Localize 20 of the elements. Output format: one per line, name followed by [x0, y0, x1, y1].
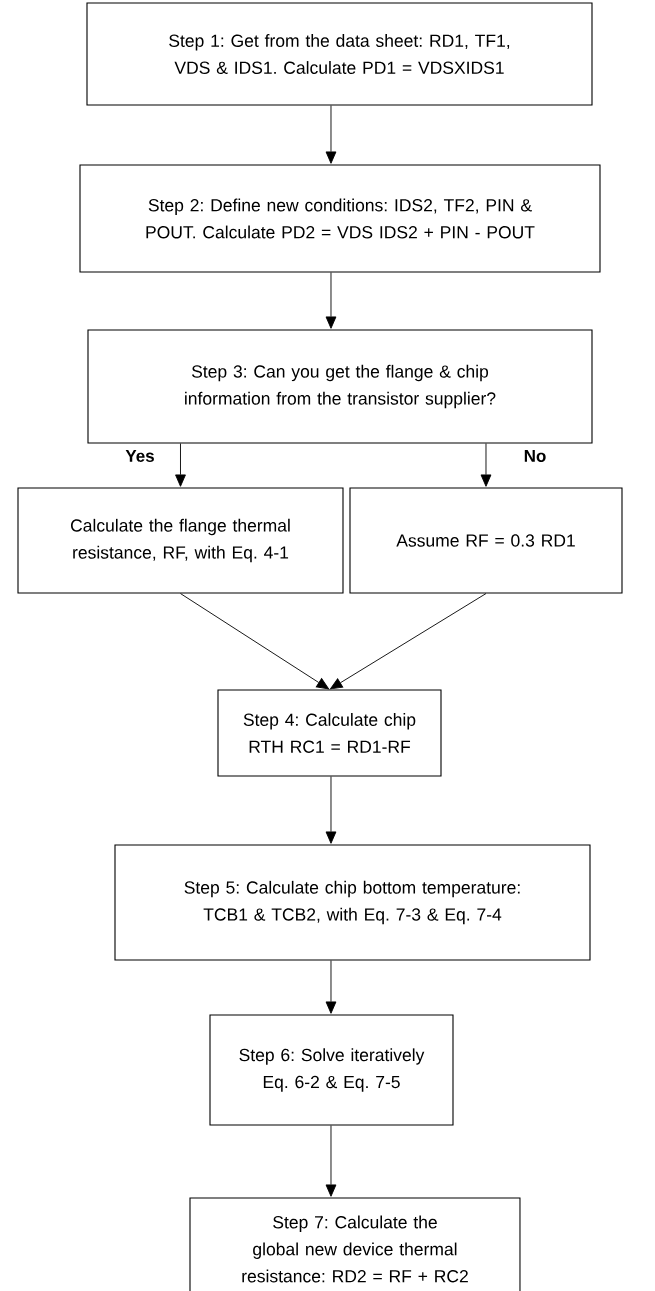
edge-label: No [522, 449, 548, 463]
edge-label: Yes [124, 449, 156, 463]
process-box: Assume RF = 0.3 RD1 [349, 487, 623, 594]
arrow [325, 960, 337, 1014]
process-box: Step 4: Calculate chip RTH RC1 = RD1-RF [217, 689, 442, 777]
arrow [325, 105, 337, 164]
arrow [325, 272, 337, 329]
process-box: Calculate the flange thermal resistance, RF, with Eq. 4-1 [17, 487, 344, 594]
process-box: Step 5: Calculate chip bottom temperature: TCB1 & TCB2, with Eq. 7-3 & Eq. 7-4 [114, 844, 591, 961]
arrow [480, 443, 492, 487]
arrow [175, 443, 186, 487]
process-box: Step 1: Get from the data sheet: RD1, TF1, VDS & IDS1. Calculate PD1 = VDSXIDS1 [86, 2, 593, 106]
process-box: Step 7: Calculate the global new device thermal resistance: RD2 = RF + RC2 [189, 1197, 521, 1291]
arrow [325, 776, 337, 844]
arrow [325, 1125, 337, 1197]
process-box: Step 2: Define new conditions: IDS2, TF2, PIN & POUT. Calculate PD2 = VDS IDS2 + PIN - POUT [79, 164, 601, 273]
process-box: Step 6: Solve iteratively Eq. 6-2 & Eq. 7-5 [209, 1014, 454, 1126]
arrow [180, 593, 329, 690]
process-box: Step 3: Can you get the flange & chip information from the transistor supplier? [87, 329, 593, 444]
arrow [330, 593, 487, 690]
